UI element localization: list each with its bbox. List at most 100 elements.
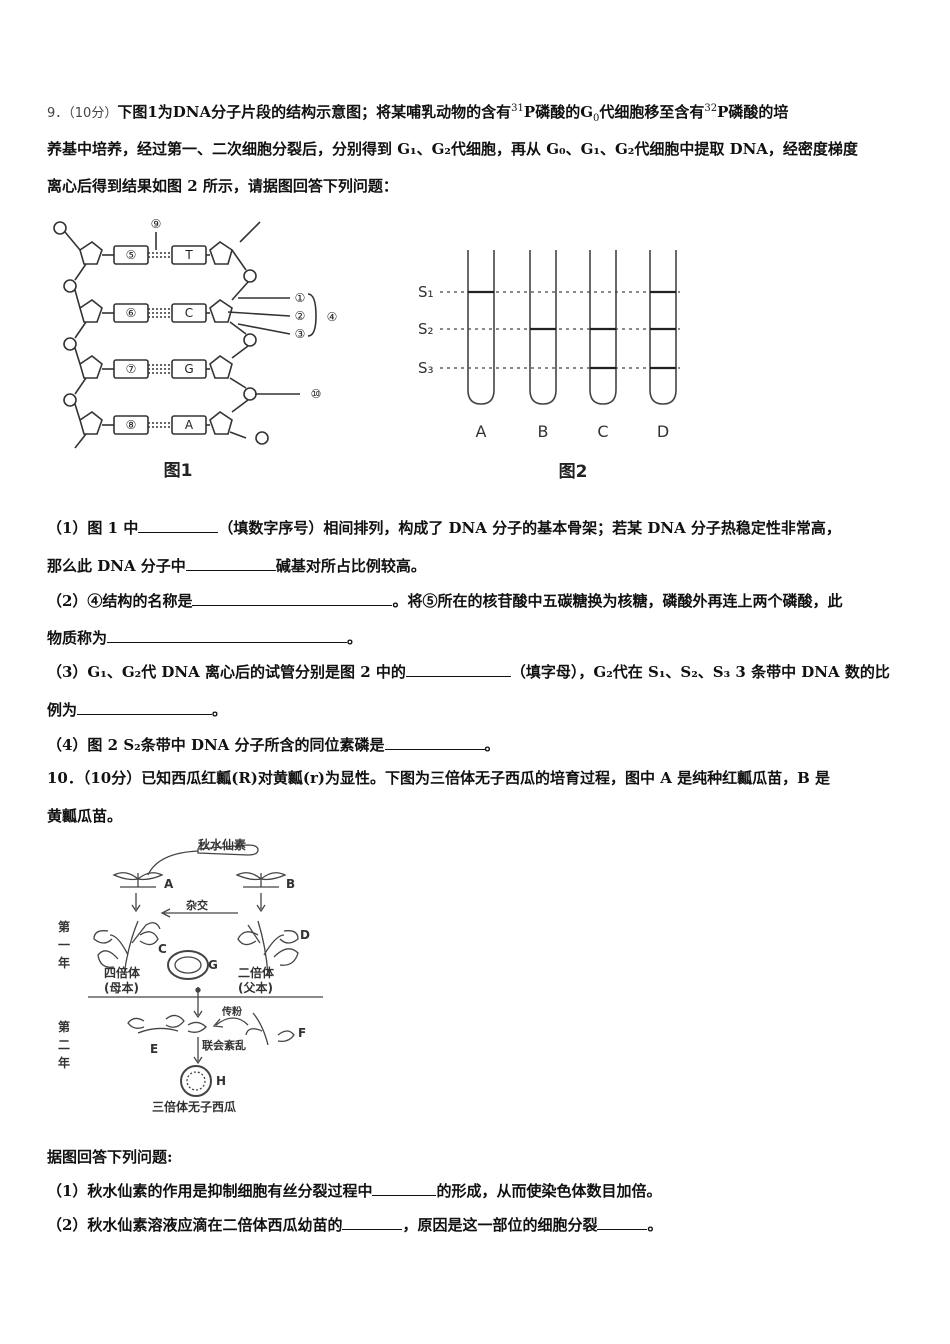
figure-watermelon-breeding: 秋水仙素 杂交 A B C D G E F H 四倍体 (母本) 二倍体 (父本… <box>58 837 323 1114</box>
fig3-year1-2: 一 <box>58 938 70 952</box>
text: P <box>523 103 536 121</box>
fig1-base-g: G <box>184 362 193 376</box>
fig3-year2-3: 年 <box>58 1055 70 1070</box>
text: 那么此 DNA 分子中 <box>47 557 186 575</box>
figure-1-dna-structure: ⑨ ⑤ ⑥ ⑦ ⑧ T C G A ① ② ③ ④ ⑩ 图1 <box>53 217 338 481</box>
answer-blank[interactable] <box>77 700 213 715</box>
text: （填字母），G₂代在 S₁、S₂、S₃ 3 条带中 DNA 数的比 <box>510 663 890 681</box>
fig3-diploid: 二倍体 <box>238 965 275 980</box>
fig1-num-3: ③ <box>295 327 306 341</box>
fig2-tube-b: B <box>538 422 549 441</box>
answer-blank[interactable] <box>138 518 219 533</box>
answer-blank[interactable] <box>185 556 276 571</box>
text: P <box>717 103 729 121</box>
answer-blank[interactable] <box>372 1181 437 1196</box>
answer-blank[interactable] <box>405 662 511 677</box>
text: 0 <box>593 113 600 124</box>
q9-sub3-line2: 例为 。 <box>47 699 910 721</box>
answer-blank[interactable] <box>342 1215 403 1230</box>
fig2-tube-a: A <box>476 422 487 441</box>
text: 下图 <box>117 103 148 121</box>
q9-line-2: 养基中培养，经过第一、二次细胞分裂后，分别得到 G₁、G₂代细胞，再从 G₀、G… <box>47 140 858 158</box>
q10-line-1: 10．（10分）已知西瓜红瓤(R)对黄瓤(r)为显性。下图为三倍体无子西瓜的培育… <box>47 769 830 787</box>
fig3-label-g: G <box>208 958 218 972</box>
fig1-base-t: T <box>184 248 193 262</box>
text: （1）秋水仙素的作用是抑制细胞有丝分裂过程中 <box>47 1182 373 1200</box>
text: ，原因是这一部位的细胞分裂 <box>402 1216 598 1234</box>
q9-sub2-line2: 物质称为 。 <box>47 627 910 649</box>
fig1-num-7: ⑦ <box>126 362 137 376</box>
fig2-tube-d: D <box>657 422 669 441</box>
answer-blank[interactable] <box>107 628 348 643</box>
fig3-colchicine: 秋水仙素 <box>198 837 246 852</box>
q9-line-3: 离心后得到结果如图 2 所示，请据图回答下列问题： <box>47 177 398 195</box>
fig1-num-10: ⑩ <box>311 387 322 401</box>
fig3-label-a: A <box>164 877 174 891</box>
fig1-num-1: ① <box>295 291 306 305</box>
text: （填数字序号）相间排列，构成了 DNA 分子的基本骨架；若某 DNA 分子热稳定… <box>218 519 841 537</box>
fig3-year1-3: 年 <box>58 955 70 970</box>
text: 。 <box>647 1216 663 1234</box>
text: （2）秋水仙素溶液应滴在二倍体西瓜幼苗的 <box>47 1216 343 1234</box>
fig1-num-4: ④ <box>327 310 338 324</box>
fig3-label-f: F <box>298 1026 306 1040</box>
q10-intro: 据图回答下列问题: <box>47 1148 173 1166</box>
text: 碱基对所占比例较高。 <box>275 557 426 575</box>
q10-sub2: （2）秋水仙素溶液应滴在二倍体西瓜幼苗的 ，原因是这一部位的细胞分裂 。 <box>47 1214 910 1236</box>
fig3-synapsis: 联会紊乱 <box>202 1038 246 1052</box>
q9-line-1: 9．（10分）下图1为DNA分子片段的结构示意图；将某哺乳动物的含有31P磷酸的… <box>47 101 910 125</box>
fig3-label-e: E <box>150 1042 158 1056</box>
text: 。 <box>212 701 228 719</box>
fig3-hybrid: 杂交 <box>186 898 208 912</box>
text: 32 <box>704 103 718 114</box>
answer-blank[interactable] <box>192 591 393 606</box>
answer-blank[interactable] <box>597 1215 648 1230</box>
fig2-tube-c: C <box>597 422 608 441</box>
fig3-tetraploid: 四倍体 <box>104 965 141 980</box>
text: 31 <box>511 103 524 114</box>
q9-sub2-line1: （2）④结构的名称是 。将⑤所在的核苷酸中五碳糖换为核糖，磷酸外再连上两个磷酸，此 <box>47 590 910 612</box>
q9-sub1-line1: （1）图 1 中 （填数字序号）相间排列，构成了 DNA 分子的基本骨架；若某 D… <box>47 517 910 539</box>
text: 磷酸的培 <box>728 103 789 121</box>
text: 为 <box>157 103 173 121</box>
text: 。 <box>347 629 363 647</box>
q10-sub1: （1）秋水仙素的作用是抑制细胞有丝分裂过程中 的形成，从而使染色体数目加倍。 <box>47 1180 910 1202</box>
fig1-num-6: ⑥ <box>126 306 137 320</box>
fig2-band-s1: S₁ <box>418 283 434 301</box>
fig1-num-5: ⑤ <box>126 248 137 262</box>
figure-2-centrifuge-tubes: S₁ S₂ S₃ A B C D 图2 <box>418 250 680 482</box>
text: G <box>580 103 594 121</box>
q9-sub1-line2: 那么此 DNA 分子中 碱基对所占比例较高。 <box>47 555 910 577</box>
fig3-label-h: H <box>216 1074 226 1088</box>
text: （2）④结构的名称是 <box>47 592 193 610</box>
text: （1）图 1 中 <box>47 519 139 537</box>
text: 1 <box>147 103 158 121</box>
fig1-base-a: A <box>185 418 194 432</box>
fig3-year2-1: 第 <box>58 1019 70 1034</box>
fig3-father: (父本) <box>238 980 273 995</box>
fig3-label-d: D <box>300 928 310 942</box>
fig3-label-c: C <box>158 942 167 956</box>
fig2-caption: 图2 <box>559 462 588 482</box>
fig3-year1-1: 第 <box>58 919 70 934</box>
fig3-pollinate: 传粉 <box>221 1005 242 1018</box>
fig3-year2-2: 二 <box>58 1038 70 1052</box>
text: 的形成，从而使染色体数目加倍。 <box>436 1182 662 1200</box>
text: 物质称为 <box>47 629 108 647</box>
fig1-num-8: ⑧ <box>126 418 137 432</box>
text: 磷酸的 <box>535 103 581 121</box>
fig1-caption: 图1 <box>164 461 193 481</box>
fig3-mother: (母本) <box>104 980 139 995</box>
answer-blank[interactable] <box>384 735 485 750</box>
q10-line-2: 黄瓤瓜苗。 <box>47 807 123 825</box>
fig1-base-c: C <box>185 306 193 320</box>
text: （4）图 2 S₂条带中 DNA 分子所含的同位素磷是 <box>47 736 385 754</box>
text: 代细胞移至含有 <box>599 103 705 121</box>
fig3-seedless: 三倍体无子西瓜 <box>152 1099 236 1114</box>
fig2-band-s2: S₂ <box>418 320 434 338</box>
text: 分子片段的结构示意图；将某哺乳动物的含有 <box>211 103 512 121</box>
fig2-band-s3: S₃ <box>418 359 434 377</box>
text: 例为 <box>47 701 78 719</box>
text: 。将⑤所在的核苷酸中五碳糖换为核糖，磷酸外再连上两个磷酸，此 <box>392 592 843 610</box>
fig1-num-9: ⑨ <box>151 217 162 231</box>
